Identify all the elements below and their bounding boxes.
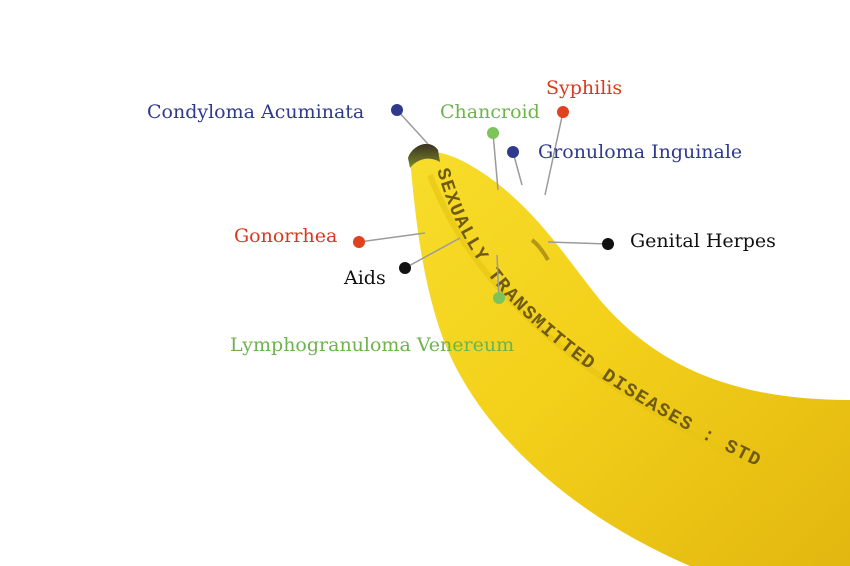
pin-needle-syphilis: [544, 111, 564, 196]
pin-head-herpes: [602, 238, 614, 250]
banana-bruise: [530, 238, 550, 261]
pin-needle-chancroid: [492, 132, 499, 191]
pin-head-syphilis: [557, 106, 569, 118]
pin-head-aids: [399, 262, 411, 274]
pin-head-condyloma: [391, 104, 403, 116]
pin-needle-herpes: [547, 241, 609, 245]
label-granuloma-inguinale: Gronuloma Inguinale: [538, 141, 743, 163]
pin-head-lympho: [493, 292, 505, 304]
pin-needle-lympho: [496, 254, 500, 299]
label-gonorrhea: Gonorrhea: [234, 225, 338, 247]
label-genital-herpes: Genital Herpes: [630, 230, 776, 252]
banana-body: [410, 151, 850, 566]
label-aids: Aids: [344, 267, 386, 289]
banana-stem: [408, 143, 440, 168]
label-chancroid: Chancroid: [440, 101, 540, 123]
pin-needle-gonorrhea: [358, 232, 426, 243]
label-syphilis: Syphilis: [546, 77, 623, 99]
banana-ridge: [427, 173, 762, 473]
pin-head-chancroid: [487, 127, 499, 139]
pin-needle-condyloma: [396, 109, 429, 145]
pin-head-gonorrhea: [353, 236, 365, 248]
label-condyloma-acuminata: Condyloma Acuminata: [147, 101, 365, 123]
pin-needle-aids: [404, 237, 461, 269]
pin-head-granuloma: [507, 146, 519, 158]
label-lymphogranuloma-venereum: Lymphogranuloma Venereum: [230, 334, 515, 356]
